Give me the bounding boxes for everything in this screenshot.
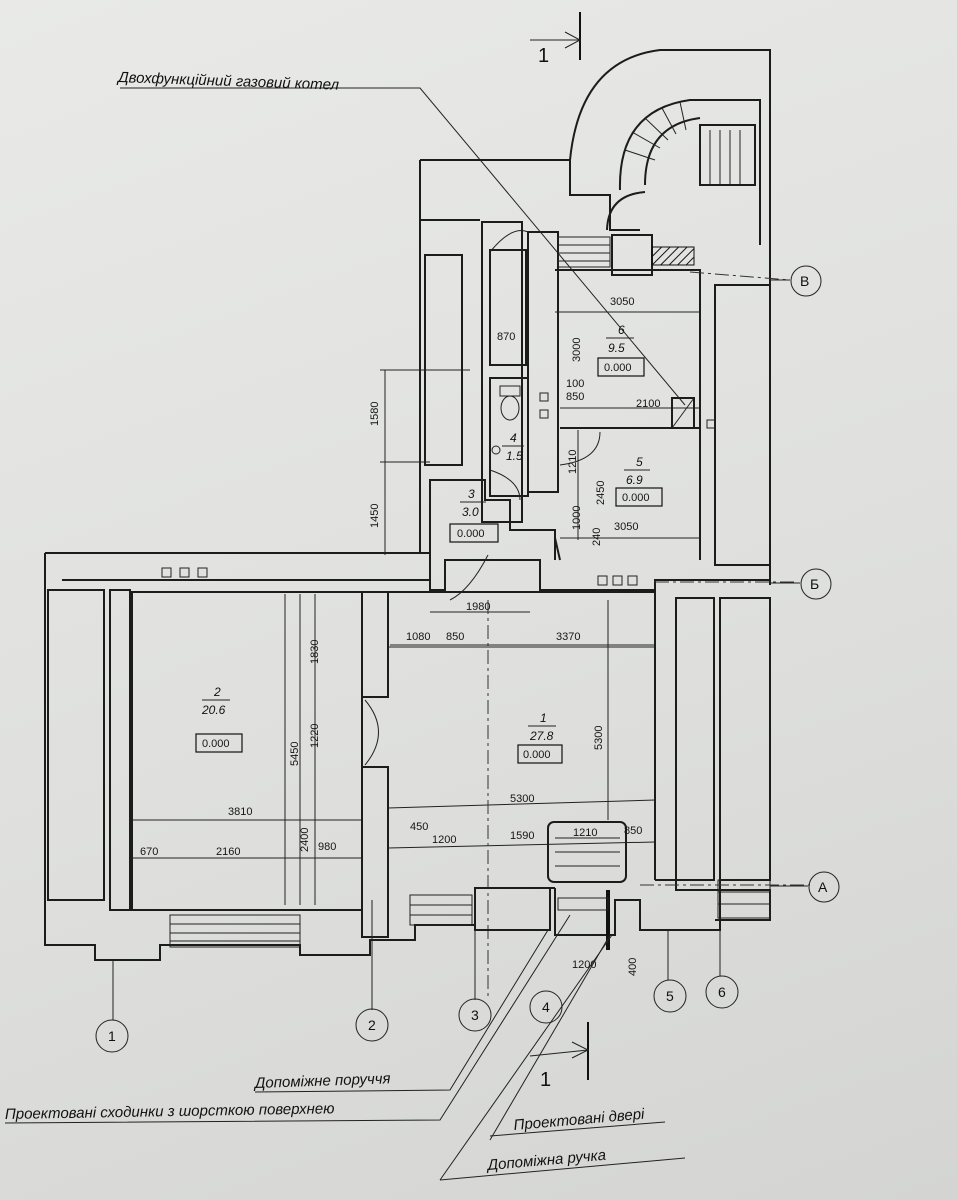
label-door: Проектовані двері xyxy=(513,1106,646,1134)
dim-2100: 2100 xyxy=(636,398,660,410)
room-level: 0.000 xyxy=(622,492,650,504)
dim-2160: 2160 xyxy=(216,846,240,858)
dim-1080: 1080 xyxy=(406,631,430,643)
dim-3000: 3000 xyxy=(571,338,583,362)
room-number: 2 xyxy=(213,685,221,699)
axis-a: А xyxy=(818,879,828,895)
axis-3: 3 xyxy=(471,1007,479,1023)
dim-5450: 5450 xyxy=(289,742,301,766)
room-level: 0.000 xyxy=(604,362,632,374)
dim-850-c: 850 xyxy=(624,825,642,837)
dim-1210-v: 1210 xyxy=(567,450,579,474)
axis-6: 6 xyxy=(718,984,726,1000)
callout-leaders xyxy=(4,87,686,1181)
room-area: 3.0 xyxy=(462,505,479,519)
room-number: 3 xyxy=(468,487,475,501)
dim-1200-a: 1200 xyxy=(432,834,456,846)
room-2: 2 20.6 0.000 xyxy=(195,685,243,753)
dim-450: 450 xyxy=(410,821,428,833)
dimension-lines xyxy=(299,369,655,905)
dim-1000: 1000 xyxy=(571,506,583,530)
axis-markers: В Б А 1 2 3 4 5 6 xyxy=(95,265,840,1053)
section-label-top: 1 xyxy=(538,45,549,67)
dim-3050-mid: 3050 xyxy=(614,521,638,533)
room-number: 6 xyxy=(618,323,625,337)
dim-5300-h: 5300 xyxy=(510,793,534,805)
axis-v: В xyxy=(800,273,809,289)
dim-850-b: 850 xyxy=(446,631,464,643)
dim-980: 980 xyxy=(318,841,336,853)
room-number: 1 xyxy=(540,711,547,725)
section-marker-top: 1 xyxy=(530,12,582,67)
stair-tower xyxy=(557,49,771,276)
dim-2400: 2400 xyxy=(299,828,311,852)
room-6: 6 9.5 0.000 xyxy=(597,323,645,377)
dim-670: 670 xyxy=(140,846,158,858)
dim-100: 100 xyxy=(566,378,584,390)
dim-850-a: 850 xyxy=(566,391,584,403)
room-5: 5 6.9 0.000 xyxy=(615,455,663,507)
room-area: 20.6 xyxy=(201,703,226,717)
room-number: 5 xyxy=(636,455,643,469)
dim-3810: 3810 xyxy=(228,806,252,818)
room-number: 4 xyxy=(510,431,517,445)
dim-870: 870 xyxy=(497,331,515,343)
room-1: 1 27.8 0.000 xyxy=(517,711,563,764)
dim-1450: 1450 xyxy=(369,504,381,528)
dim-1580: 1580 xyxy=(369,402,381,426)
axis-2: 2 xyxy=(368,1017,376,1033)
dimension-texts: 3050 3000 870 100 850 2100 1580 1210 245… xyxy=(140,296,660,976)
dim-1220: 1220 xyxy=(309,724,321,748)
dim-3050-top: 3050 xyxy=(610,296,634,308)
room-level: 0.000 xyxy=(202,738,230,750)
room-3: 3 3.0 0.000 xyxy=(449,487,499,543)
walls xyxy=(44,159,810,1000)
axis-4: 4 xyxy=(542,999,550,1015)
label-boiler: Двохфункційний газовий котел xyxy=(116,69,340,94)
label-steps: Проектовані сходинки з шорсткою поверхне… xyxy=(5,1100,335,1123)
room-area: 1.5 xyxy=(506,449,523,463)
room-area: 27.8 xyxy=(529,729,554,743)
dim-1210-h: 1210 xyxy=(573,827,597,839)
dim-3370: 3370 xyxy=(556,631,580,643)
room-level: 0.000 xyxy=(523,749,551,761)
dim-1590: 1590 xyxy=(510,830,534,842)
dim-1980: 1980 xyxy=(466,601,490,613)
room-level: 0.000 xyxy=(457,528,485,540)
room-area: 6.9 xyxy=(626,473,643,487)
dim-2450: 2450 xyxy=(595,481,607,505)
section-label-bottom: 1 xyxy=(540,1069,551,1091)
axis-b: Б xyxy=(810,576,819,592)
dim-1830: 1830 xyxy=(309,640,321,664)
axis-5: 5 xyxy=(666,988,674,1004)
room-4: 4 1.5 xyxy=(502,431,524,463)
dim-240: 240 xyxy=(591,528,603,546)
label-handrail: Допоміжне поруччя xyxy=(253,1070,391,1092)
room-area: 9.5 xyxy=(608,341,625,355)
axis-1: 1 xyxy=(108,1028,116,1044)
dim-5300-v: 5300 xyxy=(593,726,605,750)
dim-400: 400 xyxy=(627,958,639,976)
